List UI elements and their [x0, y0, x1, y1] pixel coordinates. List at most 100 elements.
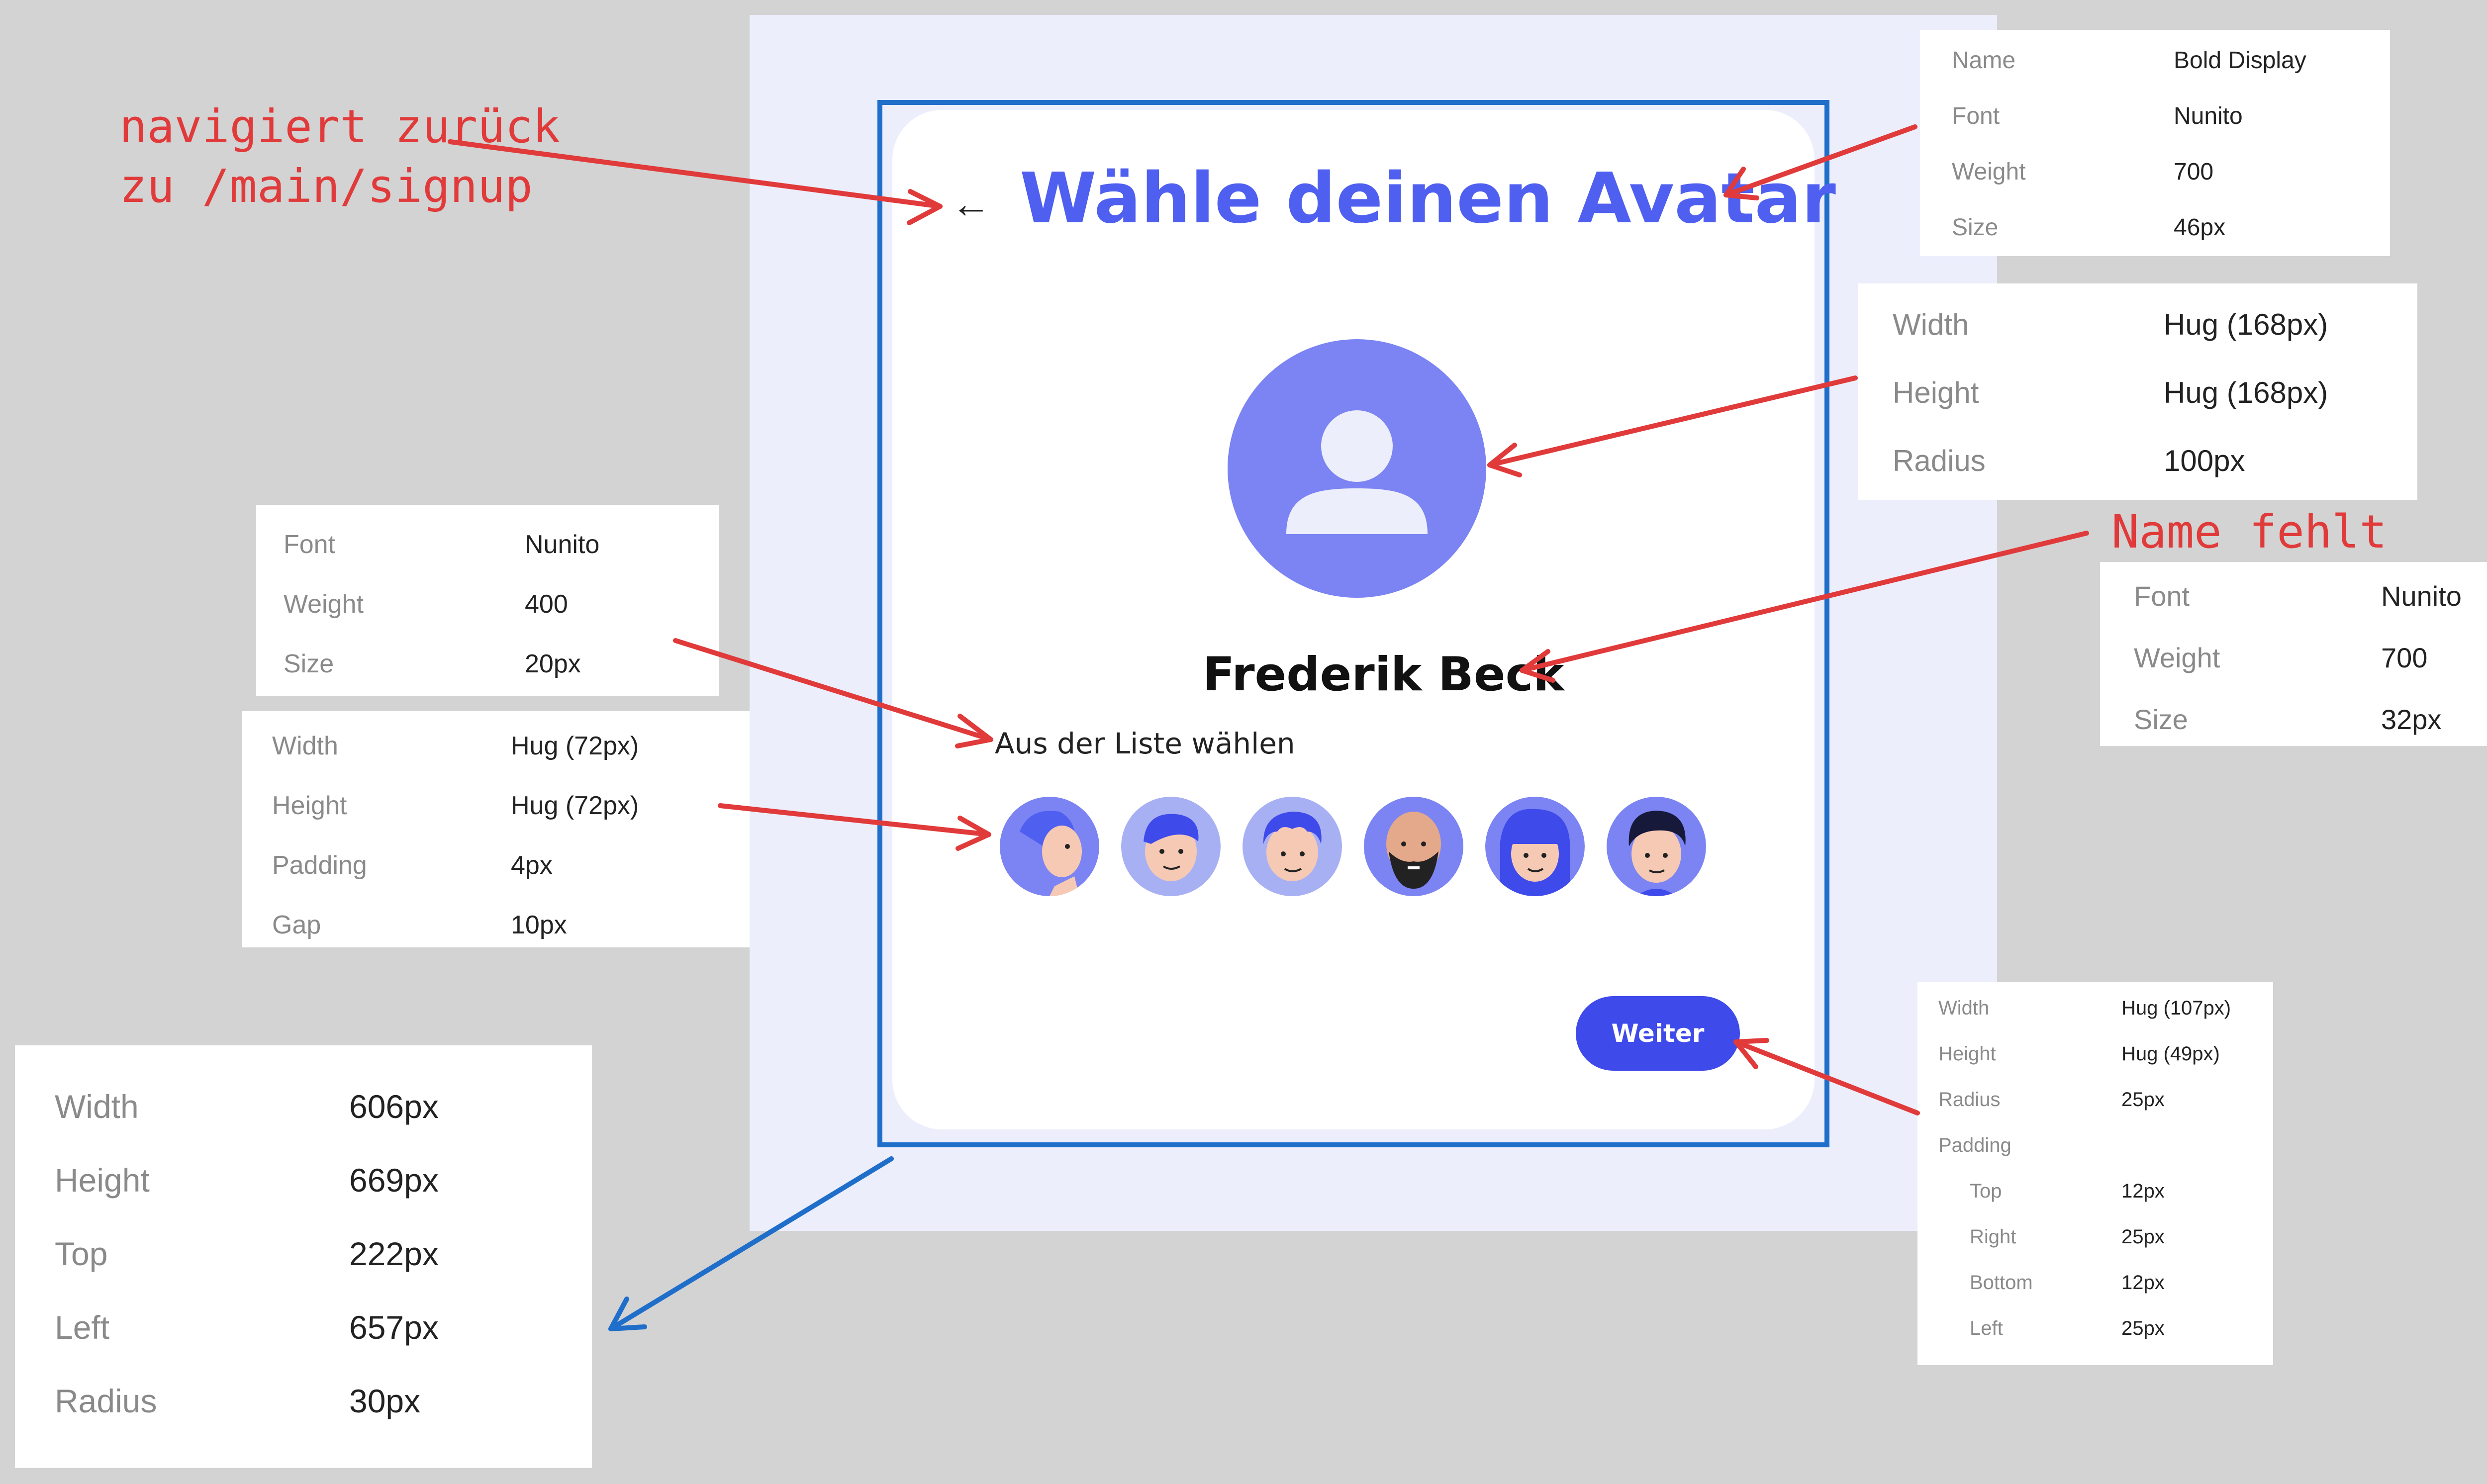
- spec-key: Height: [272, 791, 347, 820]
- arrow-to-back-button: [448, 139, 943, 209]
- spec-key: Width: [1938, 997, 1990, 1019]
- spec-key: Top: [1970, 1180, 2002, 1202]
- spec-key: Bottom: [1970, 1272, 2033, 1294]
- spec-value: 25px: [2121, 1089, 2165, 1111]
- spec-value: 10px: [511, 911, 567, 939]
- page-title: Wähle deinen Avatar: [1020, 158, 1836, 239]
- spec-value: Hug (72px): [511, 732, 639, 760]
- arrow-to-avatar-list: [718, 803, 991, 837]
- selected-avatar: [1228, 339, 1486, 598]
- spec-key: Radius: [1893, 444, 1986, 477]
- spec-value: 25px: [2121, 1226, 2165, 1248]
- spec-value: 400: [525, 590, 568, 619]
- arrow-to-title: [1723, 124, 1917, 197]
- spec-key: Size: [284, 649, 334, 678]
- avatar-option-5[interactable]: [1485, 797, 1585, 896]
- spec-value: 700: [2174, 159, 2214, 185]
- avatar-option-4[interactable]: [1364, 797, 1463, 896]
- spec-key: Width: [272, 732, 338, 760]
- arrow-frame-to-spec: [608, 1156, 894, 1331]
- spec-value: Hug (168px): [2164, 308, 2328, 341]
- spec-key: Height: [1938, 1043, 1996, 1065]
- arrow-to-avatar: [1487, 375, 1858, 467]
- next-button[interactable]: Weiter: [1576, 996, 1740, 1071]
- avatar-list-label: Aus der Liste wählen: [995, 727, 1295, 760]
- spec-value: 12px: [2121, 1272, 2165, 1294]
- avatar-card: [892, 110, 1815, 1129]
- spec-value: Hug (72px): [511, 791, 639, 820]
- spec-value: Nunito: [2381, 580, 2462, 612]
- spec-value: Nunito: [525, 530, 600, 559]
- name-spec-panel: Font Nunito Weight 700 Size 32px: [2100, 562, 2487, 746]
- spec-key: Radius: [1938, 1089, 2001, 1111]
- spec-value: Nunito: [2174, 103, 2243, 129]
- arrow-to-button: [1733, 1039, 1920, 1115]
- spec-key: Weight: [2134, 642, 2220, 673]
- spec-value: 606px: [349, 1088, 439, 1125]
- spec-value: 20px: [525, 649, 581, 678]
- avatar-option-2[interactable]: [1121, 797, 1221, 896]
- spec-key: Size: [2134, 704, 2188, 735]
- arrowhead: [955, 714, 993, 748]
- avatar-option-6[interactable]: [1607, 797, 1706, 896]
- arrowhead: [907, 189, 943, 225]
- spec-value: Hug (107px): [2121, 997, 2231, 1019]
- spec-key: Name: [1952, 47, 2016, 74]
- spec-value: 657px: [349, 1309, 439, 1346]
- spec-key: Font: [1952, 103, 2000, 129]
- back-arrow-icon[interactable]: ←: [951, 182, 991, 226]
- spec-key: Font: [284, 530, 336, 559]
- button-spec-panel: Width Hug (107px) Height Hug (49px) Radius…: [1917, 982, 2273, 1365]
- spec-value: 222px: [349, 1235, 439, 1272]
- arrow-to-list-label: [673, 638, 993, 742]
- arrowhead: [1520, 649, 1555, 683]
- user-name: Frederik Beck: [1203, 648, 1564, 702]
- spec-value: 25px: [2121, 1317, 2165, 1339]
- title-spec-panel: Name Bold Display Font Nunito Weight 700 Si…: [1920, 30, 2390, 256]
- spec-key: Radius: [55, 1383, 157, 1419]
- spec-value: 32px: [2381, 704, 2442, 735]
- annotation-line: zu /main/signup: [119, 159, 533, 213]
- user-silhouette-icon: [1286, 410, 1428, 534]
- spec-key: Width: [1893, 308, 1969, 341]
- spec-value: Bold Display: [2174, 47, 2306, 74]
- spec-key: Weight: [1952, 159, 2026, 185]
- spec-key: Height: [55, 1162, 150, 1199]
- avatar-option-1[interactable]: [1000, 797, 1099, 896]
- spec-value: 4px: [511, 851, 553, 880]
- avatar-list: [1000, 797, 1706, 896]
- arrowhead: [1733, 1038, 1769, 1069]
- spec-value: 30px: [349, 1383, 421, 1419]
- spec-value: 669px: [349, 1162, 439, 1199]
- spec-key: Left: [1970, 1317, 2003, 1339]
- spec-value: Hug (168px): [2164, 376, 2328, 409]
- spec-value: Hug (49px): [2121, 1043, 2220, 1065]
- spec-key: Font: [2134, 580, 2190, 612]
- arrowhead: [1723, 167, 1759, 200]
- spec-value: 700: [2381, 642, 2428, 673]
- avatar-option-3[interactable]: [1243, 797, 1342, 896]
- spec-key: Width: [55, 1088, 139, 1125]
- spec-key: Size: [1952, 214, 1999, 241]
- name-missing-annotation: Name fehlt: [2111, 505, 2387, 558]
- spec-key: Height: [1893, 376, 1979, 409]
- frame-selection-outline: [877, 100, 1829, 1147]
- spec-key: Left: [55, 1309, 110, 1346]
- spec-value: 12px: [2121, 1180, 2165, 1202]
- spec-key: Gap: [272, 911, 321, 939]
- arrowhead: [1487, 443, 1522, 477]
- spec-value: 46px: [2174, 214, 2226, 241]
- arrowhead: [608, 1297, 647, 1331]
- spec-value: 100px: [2164, 444, 2245, 477]
- arrow-to-name: [1520, 531, 2089, 673]
- spec-key: Right: [1970, 1226, 2016, 1248]
- frame-spec-panel: Width 606px Height 669px Top 222px Left 657p…: [15, 1045, 592, 1468]
- spec-key: Top: [55, 1235, 108, 1272]
- arrowhead: [956, 816, 991, 851]
- spec-key: Padding: [272, 851, 367, 880]
- spec-key: Padding: [1938, 1134, 2011, 1156]
